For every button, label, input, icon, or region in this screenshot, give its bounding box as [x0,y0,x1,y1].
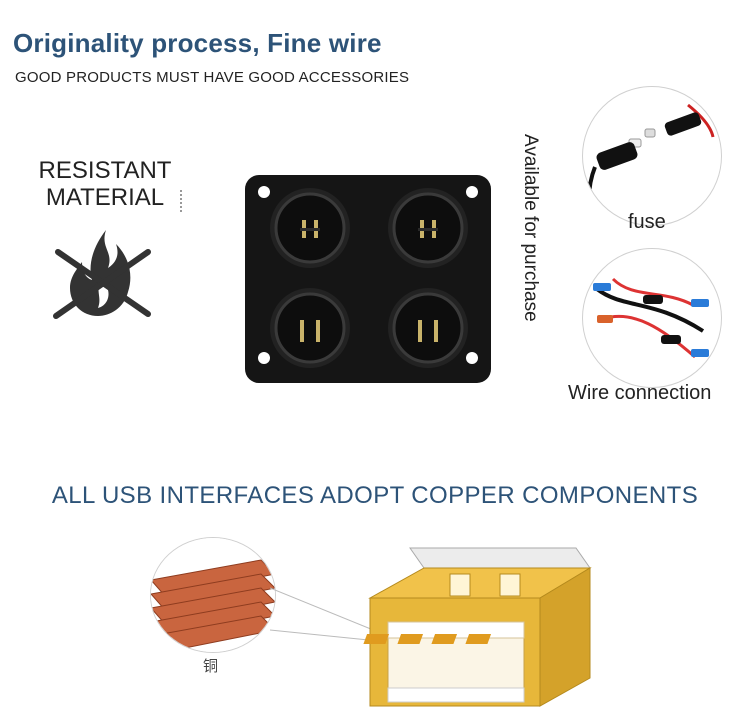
usb-socket [388,288,468,368]
wire-connection-label: Wire connection [568,382,712,404]
usb-socket [270,288,350,368]
resistant-material-label: RESISTANT MATERIAL [25,157,185,211]
usb-connector-image [363,547,592,707]
wire-connection-image [582,248,722,388]
usb-socket-panel-image [245,175,491,383]
no-fire-icon [53,230,151,319]
fuse-image [582,86,722,226]
fuse-label: fuse [628,211,666,233]
copper-label: 铜 [203,658,219,675]
usb-socket [388,188,468,268]
usb-socket [270,188,350,268]
page-subtitle: GOOD PRODUCTS MUST HAVE GOOD ACCESSORIES [15,69,410,86]
divider-mark [180,190,184,212]
usb-section-heading: ALL USB INTERFACES ADOPT COPPER COMPONEN… [51,482,699,509]
page-title: Originality process, Fine wire [13,28,382,58]
resistant-label-line1: RESISTANT [38,157,172,184]
resistant-label-line2: MATERIAL [45,184,165,211]
available-for-purchase-text: Available for purchase [520,134,541,322]
copper-sheets-image [150,537,276,653]
